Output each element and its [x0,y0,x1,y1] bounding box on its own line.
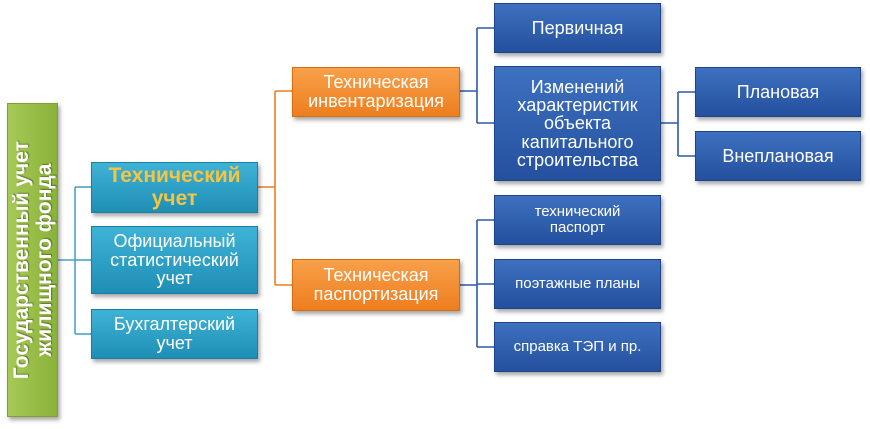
node-primary: Первичная [494,3,661,53]
node-bookkeeping-accounting-label: Бухгалтерский учет [113,314,236,353]
node-technical-passportization: Техническая паспортизация [292,259,460,311]
node-floor-plans-label: поэтажные планы [515,275,640,293]
node-characteristic-changes-label: Изменений характеристик объекта капиталь… [516,76,639,171]
node-planned: Плановая [695,67,861,117]
root-connectors [58,186,91,335]
node-technical-accounting: Технический учет [91,162,258,213]
node-unplanned: Внеплановая [695,131,861,181]
node-technical-inventory: Техническая инвентаризация [292,67,460,117]
node-statistical-accounting-label: Официальный статистический учет [110,230,239,289]
passport-connectors [460,219,494,348]
node-technical-passport: технический паспорт [494,195,661,245]
root-node: Государственный учет жилищного фонда [7,103,58,417]
inventory-connectors [460,27,494,124]
node-bookkeeping-accounting: Бухгалтерский учет [91,309,258,359]
node-technical-passportization-label: Техническая паспортизация [313,265,439,304]
root-label: Государственный учет жилищного фонда [9,141,56,379]
node-primary-label: Первичная [531,17,624,38]
node-tep-certificate: справка ТЭП и пр. [494,322,661,372]
node-statistical-accounting: Официальный статистический учет [91,226,258,294]
node-technical-accounting-label: Технический учет [108,164,241,210]
node-floor-plans: поэтажные планы [494,259,661,309]
node-technical-inventory-label: Техническая инвентаризация [308,72,444,111]
node-unplanned-label: Внеплановая [722,145,834,166]
node-characteristic-changes: Изменений характеристик объекта капиталь… [494,66,661,181]
changes-connectors [661,91,695,157]
node-tep-certificate-label: справка ТЭП и пр. [513,338,642,356]
node-technical-passport-label: технический паспорт [534,203,621,236]
node-planned-label: Плановая [736,81,820,102]
technical-connectors [258,90,292,286]
